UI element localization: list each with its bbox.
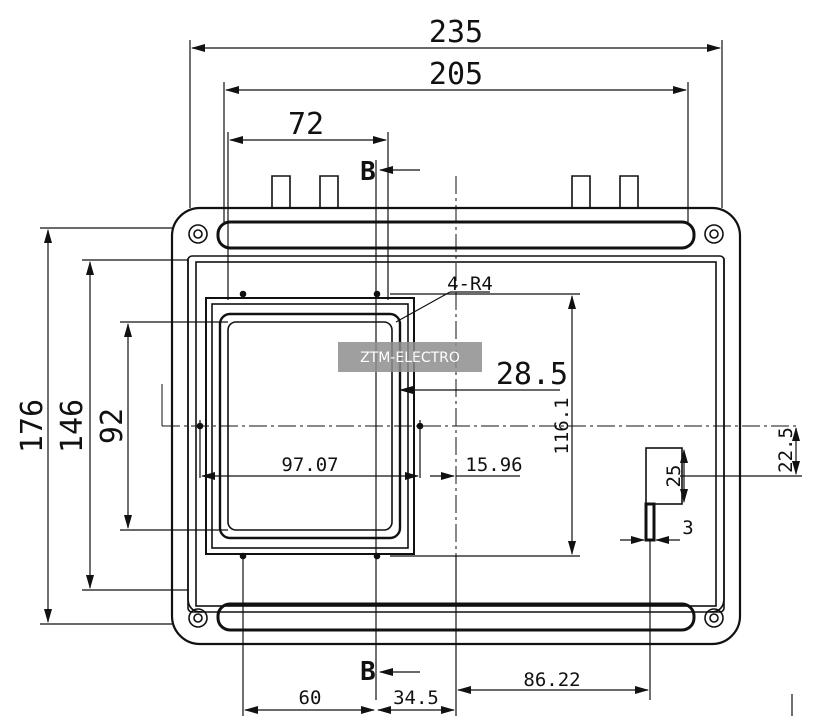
- section-label-bottom: B: [360, 657, 376, 687]
- dim-116-1: 116.1: [551, 397, 573, 454]
- dim-146: 146: [55, 399, 90, 453]
- dim-86-22: 86.22: [523, 669, 580, 691]
- center-lines: [161, 176, 800, 700]
- dim-3: 3: [682, 517, 693, 539]
- dim-22-5: 22.5: [775, 427, 797, 473]
- dim-34-5: 34.5: [393, 687, 439, 709]
- dim-72: 72: [288, 107, 324, 142]
- dim-235: 235: [429, 15, 483, 50]
- dim-28-5: 28.5: [496, 357, 568, 392]
- watermark: ZTM-ELECTRO: [338, 342, 482, 372]
- dim-25: 25: [663, 465, 685, 488]
- dim-15-96: 15.96: [465, 454, 522, 476]
- dim-corner-radius: 4-R4: [447, 273, 493, 295]
- watermark-text: ZTM-ELECTRO: [360, 350, 460, 366]
- dim-92: 92: [95, 408, 130, 444]
- dim-176: 176: [15, 399, 50, 453]
- dim-205: 205: [429, 57, 483, 92]
- dim-97-07: 97.07: [281, 454, 338, 476]
- section-label-top: B: [360, 157, 376, 187]
- dimension-lines: [40, 40, 802, 716]
- dim-60: 60: [299, 687, 322, 709]
